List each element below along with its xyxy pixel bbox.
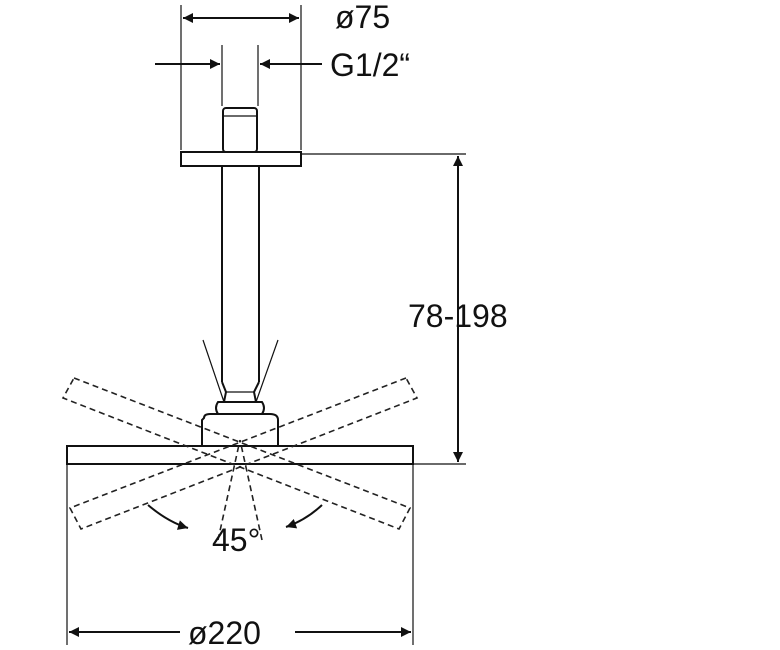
thread-label: G1/2“	[330, 47, 410, 83]
ceiling-flange	[180, 151, 302, 167]
arm-length-dimension: 78-198	[301, 153, 508, 465]
tilted-head-right	[68, 377, 419, 531]
tilt-angle-dimension: 45°	[147, 504, 323, 558]
head-diameter-dimension: ø220	[66, 464, 414, 650]
thread-dimension: G1/2“	[155, 45, 410, 106]
shower-arm	[221, 166, 260, 403]
tilted-head-left	[61, 377, 412, 531]
shower-head	[66, 445, 414, 465]
head-diameter-label: ø220	[188, 615, 261, 650]
thread-stub	[222, 107, 258, 153]
arm-length-label: 78-198	[408, 298, 508, 334]
tilt-center-lines	[217, 439, 263, 541]
flange-diameter-dimension: ø75	[180, 0, 390, 150]
ball-joint	[201, 339, 279, 447]
tilt-angle-label: 45°	[212, 522, 260, 558]
flange-diameter-label: ø75	[335, 0, 390, 35]
